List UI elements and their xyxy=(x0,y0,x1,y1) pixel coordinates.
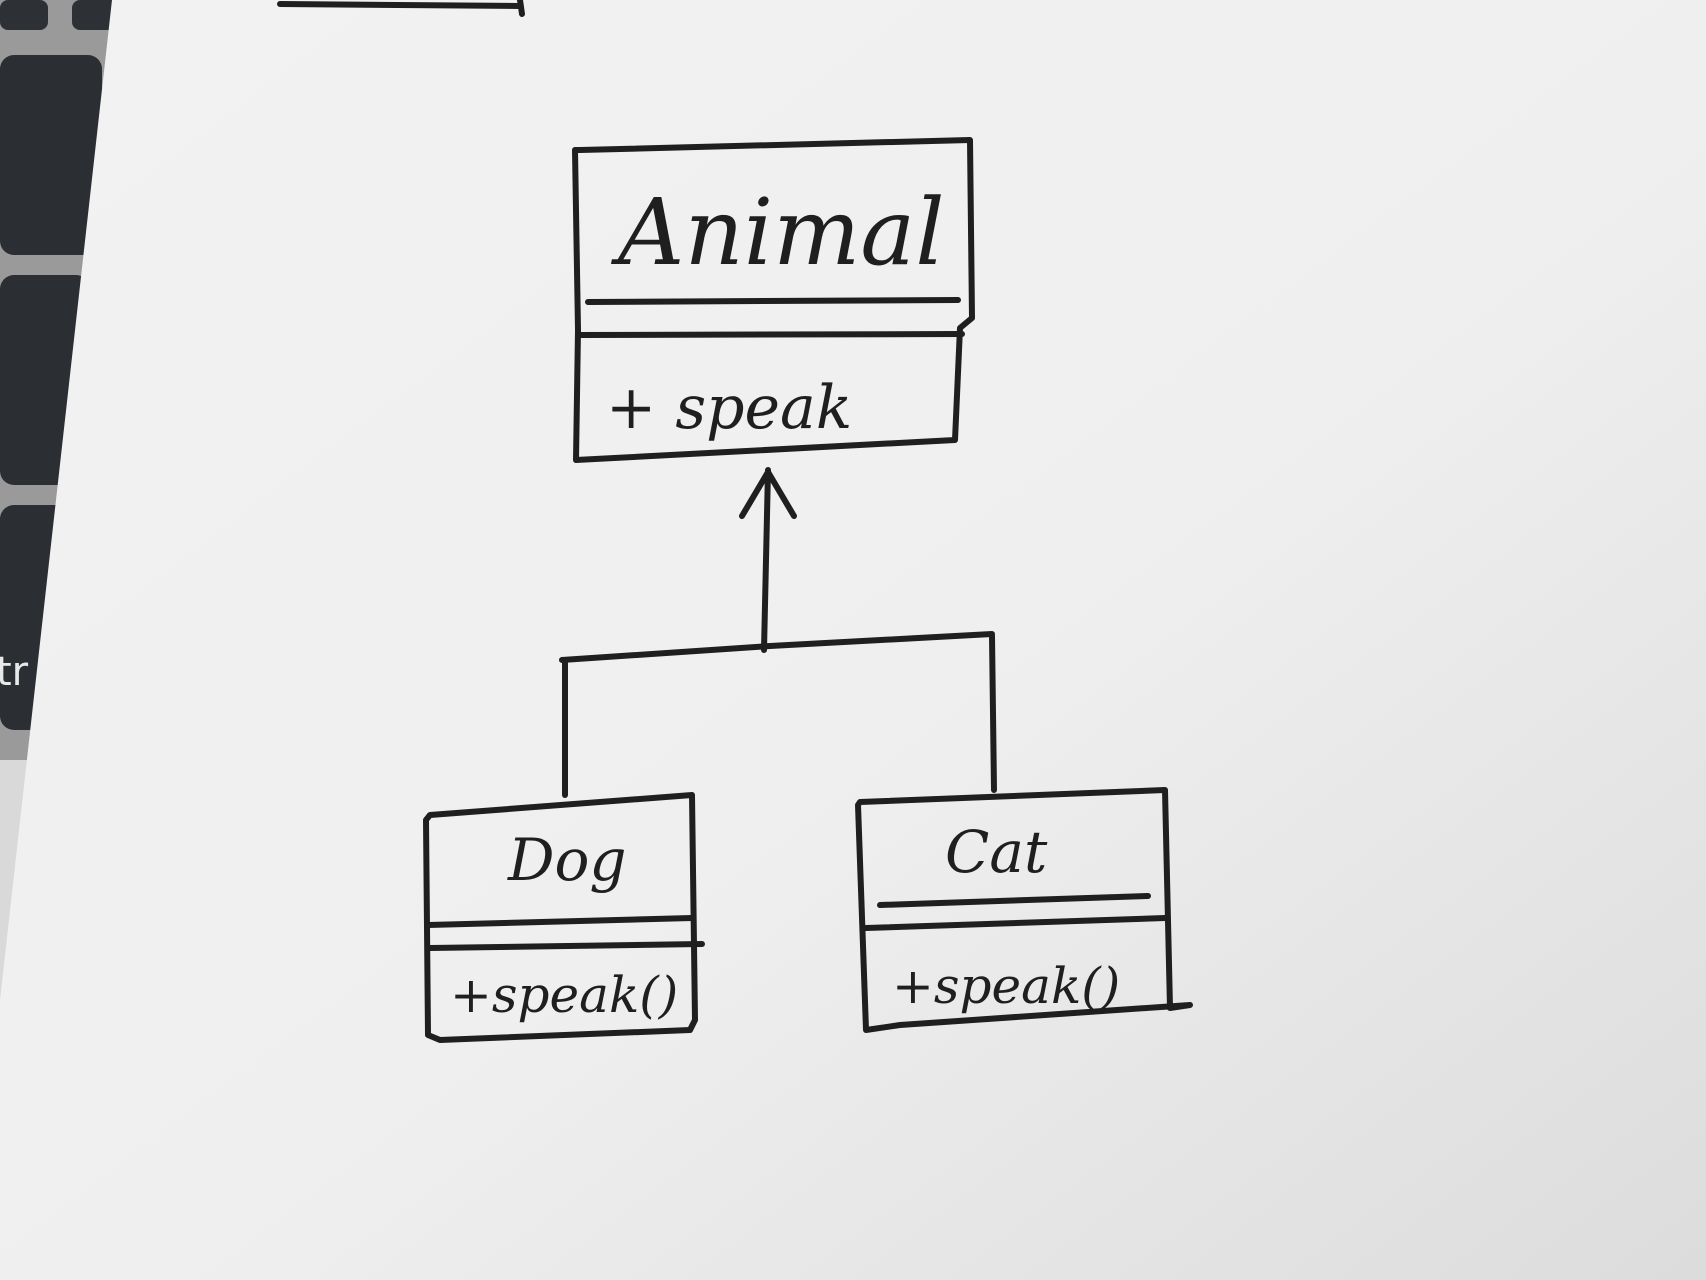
class-box-outline xyxy=(572,137,975,463)
class-box-outline xyxy=(855,787,1193,1033)
class-name: Dog xyxy=(507,826,627,894)
open-arrow-head-icon xyxy=(739,469,797,519)
class-divider xyxy=(577,331,965,338)
keyboard-key-label: tr xyxy=(0,649,29,695)
generalization-line xyxy=(761,467,771,653)
class-box-cat: Cat +speak() xyxy=(855,787,1193,1033)
class-operation: +speak() xyxy=(450,966,678,1024)
keyboard-key xyxy=(0,0,48,30)
class-divider xyxy=(427,941,705,951)
keyboard-key xyxy=(0,55,102,255)
class-name: Animal xyxy=(610,179,945,286)
class-operation: +speak() xyxy=(892,957,1120,1015)
class-box-outline xyxy=(423,792,698,1043)
class-divider xyxy=(863,915,1168,931)
class-name: Cat xyxy=(945,818,1048,886)
class-box-animal: Animal + speak xyxy=(572,137,975,463)
branch-line xyxy=(559,631,995,663)
class-box-dog: Dog +speak() xyxy=(423,792,705,1043)
class-operation: + speak xyxy=(606,373,852,443)
scribble-top-edge xyxy=(277,0,525,17)
inheritance-connector xyxy=(559,467,997,798)
class-divider xyxy=(585,297,961,305)
branch-to-cat xyxy=(989,633,997,793)
class-divider xyxy=(877,893,1151,908)
class-divider xyxy=(425,915,695,928)
